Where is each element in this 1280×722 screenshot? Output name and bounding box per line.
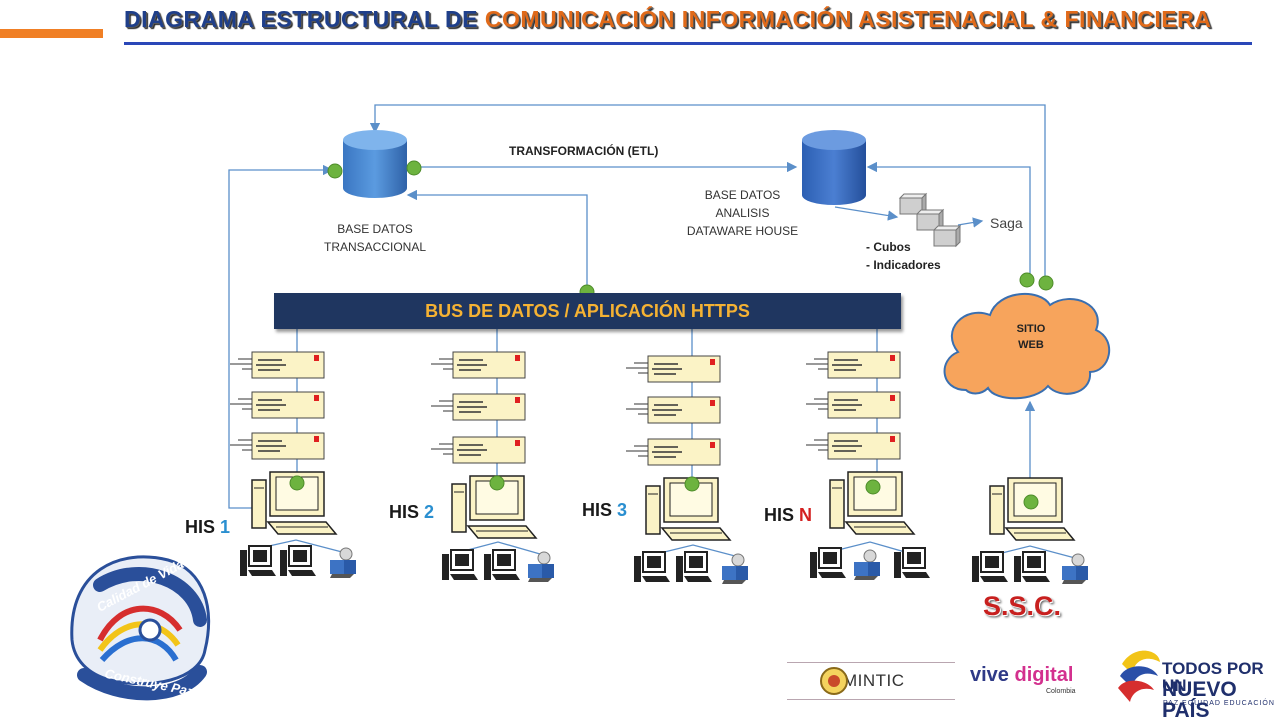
- message-stack-his1: [229, 351, 325, 460]
- website-label-line2: WEB: [1018, 339, 1044, 351]
- transactional-db-label-line1: BASE DATOS: [337, 222, 413, 236]
- ssc-label: S.S.C.: [983, 591, 1062, 621]
- mintic-logo: MINTIC: [787, 662, 955, 700]
- digital-text: digital: [1014, 664, 1074, 686]
- his-2-number: 2: [424, 502, 435, 522]
- indicators-item: - Indicadores: [866, 258, 941, 272]
- his-1-prefix: HIS: [185, 517, 221, 537]
- cubes-list: - Cubos - Indicadores: [866, 238, 941, 274]
- message-stack-his3: [625, 355, 721, 466]
- his-n-letter: N: [799, 505, 813, 525]
- warehouse-to-cubes-line: [834, 206, 899, 221]
- etl-label: TRANSFORMACIÓN (ETL): [509, 144, 659, 158]
- message-stack-hisn: [805, 351, 901, 460]
- his-3-prefix: HIS: [582, 500, 618, 520]
- transactional-db-label: BASE DATOS TRANSACCIONAL: [305, 220, 445, 256]
- calidad-de-vida-logo: [70, 555, 211, 701]
- his-2-prefix: HIS: [389, 502, 425, 522]
- his1-to-transactional-line: [228, 164, 334, 509]
- tpun-line1: TODOS POR UN: [1162, 659, 1264, 695]
- vive-text: vive: [970, 664, 1015, 686]
- todos-por-un-nuevo-pais-emblem: [1118, 650, 1160, 702]
- vive-digital-logo: vive digital: [970, 664, 1073, 687]
- transactional-database-icon: [343, 130, 407, 198]
- his-1-number: 1: [220, 517, 231, 537]
- warehouse-db-label: BASE DATOS ANALISIS DATAWARE HOUSE: [670, 186, 815, 240]
- his-n-label: HIS N: [764, 505, 812, 526]
- website-to-transactional-line: [369, 104, 1046, 284]
- his-1-label: HIS 1: [185, 517, 230, 538]
- mintic-text: MINTIC: [843, 671, 905, 690]
- warehouse-db-label-line2: ANALISIS: [715, 206, 770, 220]
- title-part-1: DIAGRAMA ESTRUCTURAL DE: [124, 6, 485, 32]
- hisn-clients-icon: [809, 547, 931, 581]
- colombia-seal-icon: [820, 667, 848, 695]
- website-cloud-icon: [943, 292, 1111, 400]
- warehouse-db-label-line3: DATAWARE HOUSE: [686, 224, 799, 238]
- his-3-label: HIS 3: [582, 500, 627, 521]
- website-label-line1: SITIO: [1016, 323, 1046, 335]
- cubes-icon: [898, 192, 962, 248]
- his3-clients-icon: [633, 551, 749, 585]
- transactional-db-label-line2: TRANSACCIONAL: [323, 240, 427, 254]
- data-bus-banner: BUS DE DATOS / APLICACIÓN HTTPS: [274, 293, 901, 329]
- his2-clients-icon: [441, 549, 555, 583]
- accent-bar: [0, 29, 103, 38]
- bus-to-transactional-line: [406, 189, 588, 293]
- his-n-prefix: HIS: [764, 505, 800, 525]
- tpun-line3: PAZ EQUIDAD EDUCACIÓN: [1163, 700, 1275, 707]
- saga-label: Saga: [990, 215, 1023, 231]
- title-part-2: COMUNICACIÓN INFORMACIÓN ASISTENACIAL & …: [484, 6, 1212, 32]
- website-to-warehouse-line: [866, 161, 1031, 280]
- tpun-line2: NUEVO PAÍS: [1162, 678, 1237, 722]
- warehouse-db-label-line1: BASE DATOS: [704, 188, 781, 202]
- title-underline: [124, 42, 1252, 45]
- page-title: DIAGRAMA ESTRUCTURAL DE COMUNICACIÓN INF…: [124, 6, 1211, 33]
- cubes-to-saga-line: [957, 217, 984, 228]
- cubes-item: - Cubos: [866, 240, 911, 254]
- connector-dots: [289, 160, 1054, 510]
- his-3-number: 3: [617, 500, 628, 520]
- data-warehouse-database-icon: [802, 130, 866, 205]
- vive-digital-subtitle: Colombia: [1046, 688, 1076, 695]
- his-2-label: HIS 2: [389, 502, 434, 523]
- message-stack-his2: [430, 351, 526, 464]
- website-label: SITIO WEB: [1002, 321, 1060, 353]
